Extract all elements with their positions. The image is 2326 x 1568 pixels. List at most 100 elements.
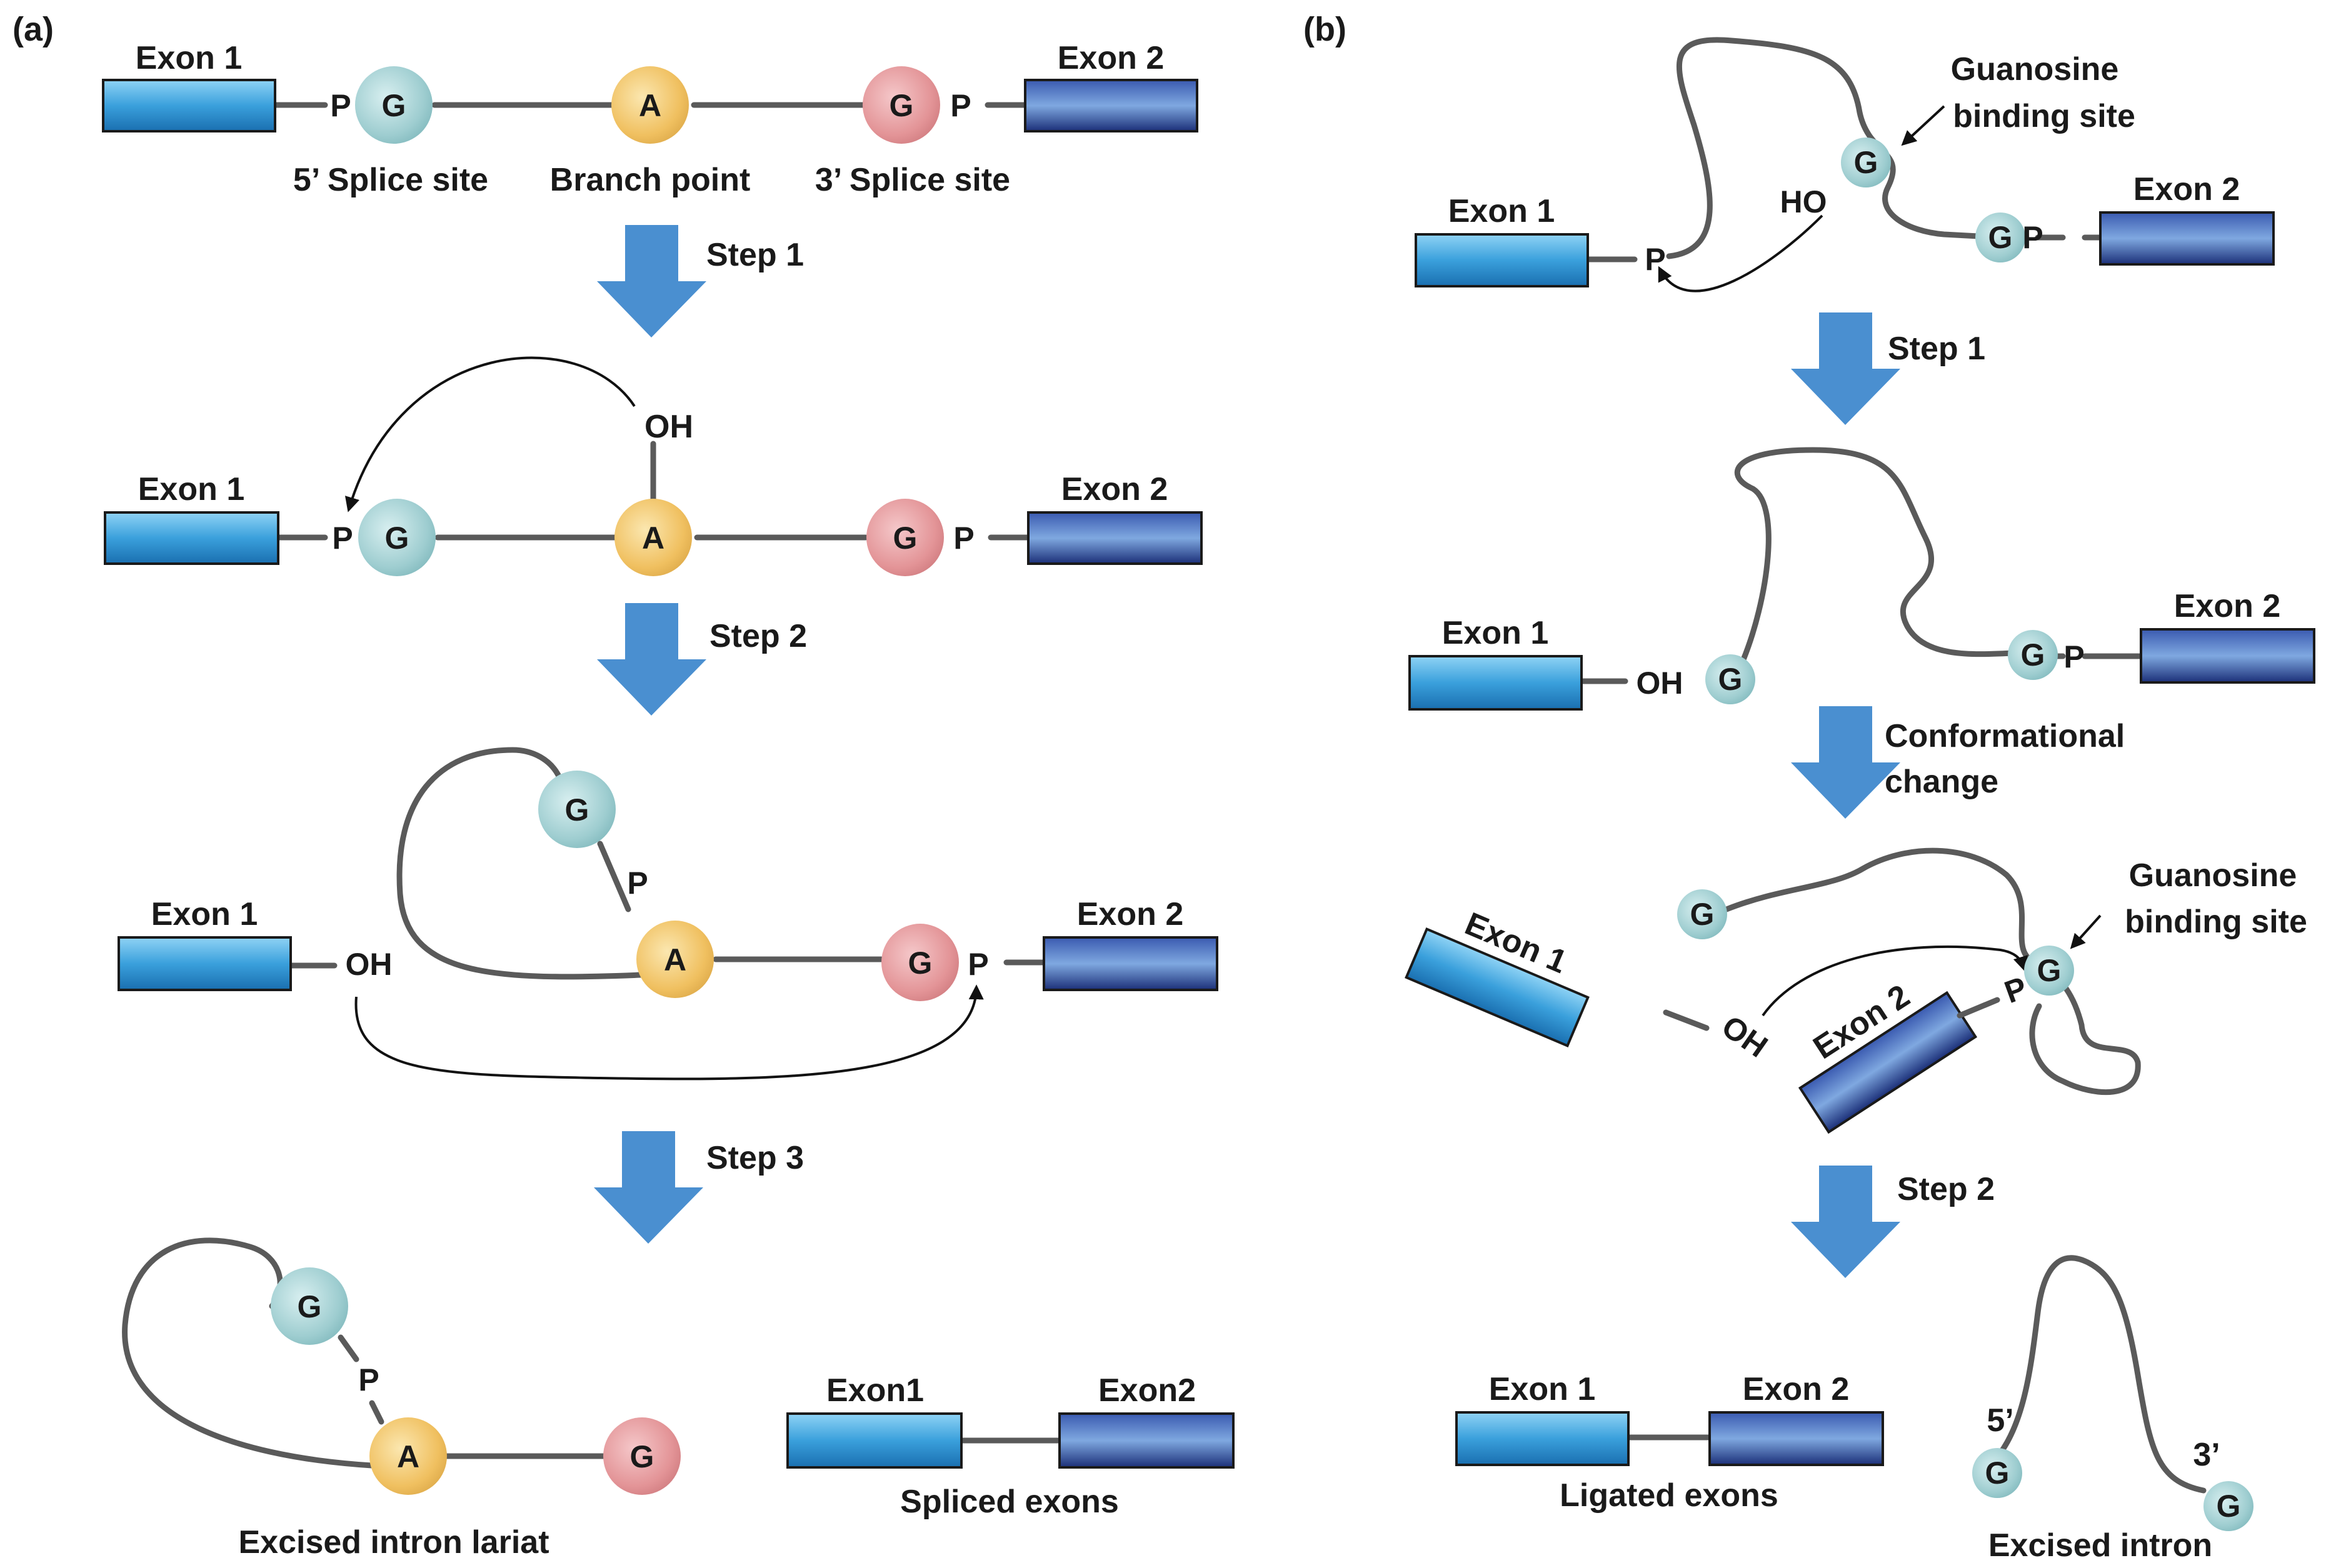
guanosine-node (538, 771, 616, 848)
excised-intron-caption: Excised intron (1988, 1527, 2212, 1564)
conformational-label: change (1885, 764, 1998, 800)
exon1-box (1455, 1411, 1630, 1466)
step1-arrow (1791, 312, 1900, 425)
exon2-label: Exon 2 (2174, 588, 2281, 624)
guanosine-5-node (1972, 1448, 2022, 1498)
guanosine-node (271, 1267, 348, 1345)
exon2-box (1708, 1411, 1884, 1466)
exon2-box (1058, 1412, 1235, 1469)
phosphate-label: P (968, 947, 988, 982)
exon2-label: Exon 2 (2133, 171, 2240, 207)
exon1-box (104, 511, 279, 565)
transesterification-arrow (354, 984, 984, 1081)
exon1-box (1405, 927, 1590, 1047)
guanosine-3-label: G (630, 1439, 654, 1474)
exon1-box (118, 936, 292, 991)
exon2-box (1027, 511, 1203, 565)
splice-site-3-label: 3’ Splice site (815, 162, 1010, 198)
step1-label: Step 1 (706, 237, 804, 273)
nucleophilic-attack-arrow (1658, 214, 1823, 292)
guanosine-label: G (2037, 953, 2062, 988)
guanosine-3-node (866, 499, 944, 576)
phosphate-label: P (332, 521, 353, 556)
step3-label: Step 3 (706, 1140, 804, 1176)
exon1-label: Exon 1 (136, 40, 243, 76)
adenosine-label: A (642, 521, 664, 556)
hydroxyl-label: HO (1780, 184, 1827, 219)
phosphate-label: P (950, 88, 971, 123)
exon1-label: Exon 1 (1448, 193, 1555, 229)
phosphate-label: P (358, 1362, 379, 1397)
guanosine-3-label: G (893, 521, 918, 556)
exon1-box (1415, 233, 1589, 287)
three-prime-label: 3’ (2193, 1437, 2220, 1473)
adenosine-label: A (664, 942, 686, 977)
transesterification-arrow (1762, 945, 2028, 1017)
phosphate-label: P (2022, 220, 2043, 255)
exon1-label: Exon1 (826, 1372, 924, 1409)
guanosine-3-label: G (908, 946, 933, 981)
exon1-label: Exon 1 (1489, 1371, 1596, 1407)
exon2-label: Exon 2 (1743, 1371, 1850, 1407)
adenosine-node (369, 1417, 447, 1495)
guanosine-label: G (2217, 1489, 2241, 1524)
intron-chain (1734, 447, 2022, 669)
exon2-box (2099, 211, 2275, 266)
exon2-label: Exon 2 (1077, 896, 1184, 932)
phosphate-label: P (330, 88, 351, 123)
guanosine-5-node (358, 499, 436, 576)
guanosine-label: G (1718, 662, 1743, 697)
phosphate-label: P (953, 521, 974, 556)
guanosine-binding-site-label: binding site (1953, 98, 2135, 134)
b-row3: G Exon 1 OH Exon 2 P G Guanosine binding… (1405, 847, 2307, 1134)
hydroxyl-label: OH (1715, 1009, 1774, 1064)
guanosine-binding-site-label: Guanosine (2129, 857, 2297, 894)
splice-site-5-label: 5’ Splice site (293, 162, 488, 198)
phosphate-label: P (627, 866, 648, 901)
guanosine-label: G (1854, 145, 1878, 180)
branch-point-label: Branch point (550, 162, 751, 198)
step1-label: Step 1 (1888, 331, 1985, 367)
panel-a-label: (a) (13, 11, 54, 48)
guanosine-3-label: G (890, 88, 914, 123)
exon1-box (102, 79, 276, 132)
guanosine-3-label: G (2021, 637, 2045, 672)
guanosine-free-node (1677, 889, 1727, 939)
a-row4: G P A G Excised intron lariat Exon1 Exon… (122, 1237, 1235, 1561)
b-row1: Exon 1 P HO G G P Exon 2 Guanosine bindi… (1415, 37, 2275, 292)
exon1-box (786, 1412, 963, 1469)
adenosine-branch-node (611, 66, 689, 144)
adenosine-node (636, 921, 714, 998)
step2-arrow (597, 603, 706, 716)
guanosine-bound-node (1841, 137, 1891, 187)
a-row1: Exon 1 P G A G P Exon 2 5’ Splice site B… (102, 40, 1198, 198)
ligated-exons-caption: Ligated exons (1560, 1477, 1778, 1514)
exon2-box (1043, 936, 1218, 991)
exon1-label: Exon 1 (138, 471, 245, 507)
lariat-loop (122, 1237, 375, 1469)
step1-arrow (597, 225, 706, 337)
hydroxyl-label: OH (644, 409, 693, 445)
guanosine-binding-site-label: Guanosine (1951, 51, 2119, 87)
step2-label: Step 2 (709, 618, 807, 654)
guanosine-node (1705, 654, 1755, 704)
exon1-box (1408, 655, 1583, 711)
b-row4: Exon 1 Exon 2 Ligated exons G 5’ G 3’ Ex… (1455, 1255, 2253, 1564)
guanosine-3-label: G (1988, 220, 2013, 255)
exon2-box (2140, 628, 2315, 684)
step2-label: Step 2 (1897, 1171, 1995, 1207)
panel-b-label: (b) (1303, 11, 1346, 48)
excised-intron-chain (1997, 1255, 2207, 1494)
guanosine-label: G (1985, 1456, 2010, 1491)
a-row3: Exon 1 OH G P A G P Exon 2 (118, 747, 1218, 1081)
guanosine-3-node (2203, 1481, 2253, 1531)
adenosine-branch-node (614, 499, 692, 576)
guanosine-3-node (2008, 630, 2058, 680)
guanosine-5-node (355, 66, 433, 144)
exon2-box (1024, 79, 1198, 132)
hydroxyl-label: OH (346, 947, 393, 982)
five-prime-label: 5’ (1987, 1402, 2013, 1439)
guanosine-binding-site-label: binding site (2125, 904, 2307, 940)
exon1-label: Exon 1 (151, 896, 258, 932)
